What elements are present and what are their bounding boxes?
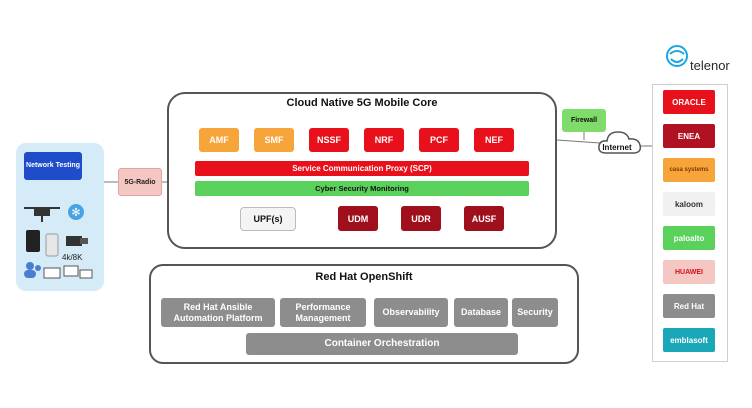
- ansible-box: Red Hat Ansible Automation Platform: [161, 298, 275, 327]
- telenor-label: telenor: [690, 58, 730, 73]
- vendor-logo-enea: ENEA: [663, 124, 715, 148]
- cyber-security-bar: Cyber Security Monitoring: [195, 181, 529, 196]
- nf-nssf: NSSF: [309, 128, 349, 152]
- nf-udr: UDR: [401, 206, 441, 231]
- vendor-logo-redhat: Red Hat: [663, 294, 715, 318]
- nf-udm: UDM: [338, 206, 378, 231]
- firewall-box: Firewall: [562, 109, 606, 132]
- nf-upf: UPF(s): [240, 207, 296, 231]
- test-devices-icon: ✻: [24, 204, 93, 279]
- telenor-logo-icon: [666, 45, 688, 67]
- device-resolution-label: 4k/8K: [62, 253, 83, 262]
- performance-management-box: Performance Management: [280, 298, 366, 327]
- container-orchestration-box: Container Orchestration: [246, 333, 518, 355]
- observability-box: Observability: [374, 298, 448, 327]
- core-title: Cloud Native 5G Mobile Core: [286, 97, 438, 109]
- vendor-logo-kaloom: kaloom: [663, 192, 715, 216]
- nf-amf: AMF: [199, 128, 239, 152]
- database-box: Database: [454, 298, 508, 327]
- nf-pcf: PCF: [419, 128, 459, 152]
- scp-bar: Service Communication Proxy (SCP): [195, 161, 529, 176]
- nf-smf: SMF: [254, 128, 294, 152]
- nf-ausf: AUSF: [464, 206, 504, 231]
- 5g-radio-box: 5G-Radio: [118, 168, 162, 196]
- nf-nef: NEF: [474, 128, 514, 152]
- internet-cloud-icon: [598, 131, 642, 154]
- vendor-logo-casa: casa systems: [663, 158, 715, 182]
- vendor-logo-huawei: HUAWEI: [663, 260, 715, 284]
- svg-text:✻: ✻: [71, 206, 80, 219]
- vendor-logo-oracle: ORACLE: [663, 90, 715, 114]
- vendor-logo-emblasoft: emblasoft: [663, 328, 715, 352]
- network-testing-label: Network Testing: [24, 152, 82, 180]
- nf-nrf: NRF: [364, 128, 404, 152]
- openshift-title: Red Hat OpenShift: [315, 271, 413, 283]
- security-box: Security: [512, 298, 558, 327]
- vendor-logo-paloalto: paloalto: [663, 226, 715, 250]
- internet-label: Internet: [602, 143, 632, 152]
